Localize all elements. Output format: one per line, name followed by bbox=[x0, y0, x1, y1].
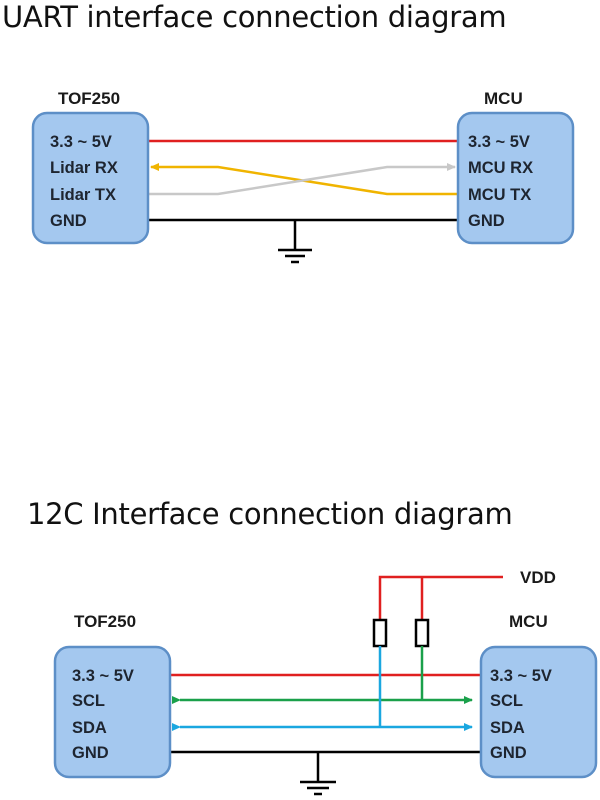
ground-symbol-icon bbox=[278, 220, 312, 264]
uart-right-device-name: MCU bbox=[484, 89, 523, 108]
i2c-right-device-name: MCU bbox=[509, 612, 548, 631]
scl-pullup-resistor-icon bbox=[414, 618, 430, 648]
i2c-mcu-module bbox=[479, 645, 598, 779]
uart-left-pin-tx: Lidar TX bbox=[50, 186, 116, 204]
i2c-left-pin-sda: SDA bbox=[72, 719, 107, 737]
uart-mcu-module bbox=[456, 111, 575, 245]
vdd-label: VDD bbox=[520, 568, 556, 587]
uart-left-pin-gnd: GND bbox=[50, 212, 87, 230]
i2c-right-pin-scl: SCL bbox=[490, 692, 523, 710]
uart-left-pin-power: 3.3 ~ 5V bbox=[50, 133, 112, 151]
uart-tof250-module bbox=[31, 111, 150, 245]
i2c-left-pin-scl: SCL bbox=[72, 692, 105, 710]
uart-left-device-name: TOF250 bbox=[58, 89, 120, 108]
i2c-tof250-module bbox=[53, 645, 172, 779]
i2c-left-pin-gnd: GND bbox=[72, 744, 109, 762]
uart-left-pin-rx: Lidar RX bbox=[50, 159, 118, 177]
i2c-right-pin-sda: SDA bbox=[490, 719, 525, 737]
i2c-diagram: VDD TOF250 3.3 ~ 5V SCL SDA GND MCU 3.3 … bbox=[53, 568, 598, 796]
i2c-diagram-title: 12C Interface connection diagram bbox=[27, 497, 513, 531]
i2c-right-pin-gnd: GND bbox=[490, 744, 527, 762]
uart-right-pin-power: 3.3 ~ 5V bbox=[468, 133, 530, 151]
uart-diagram-title: UART interface connection diagram bbox=[2, 0, 507, 34]
i2c-left-pin-power: 3.3 ~ 5V bbox=[72, 667, 134, 685]
sda-pullup-resistor-icon bbox=[372, 618, 388, 648]
uart-right-pin-tx: MCU TX bbox=[468, 186, 531, 204]
i2c-vdd-rail bbox=[378, 575, 503, 622]
ground-symbol-icon bbox=[300, 752, 336, 796]
i2c-right-pin-power: 3.3 ~ 5V bbox=[490, 667, 552, 685]
uart-right-pin-gnd: GND bbox=[468, 212, 505, 230]
uart-diagram: TOF250 3.3 ~ 5V Lidar RX Lidar TX GND MC… bbox=[31, 89, 575, 264]
uart-lidar-tx-to-mcu-rx-wire bbox=[148, 163, 456, 196]
uart-right-pin-rx: MCU RX bbox=[468, 159, 533, 177]
i2c-left-device-name: TOF250 bbox=[74, 612, 136, 631]
